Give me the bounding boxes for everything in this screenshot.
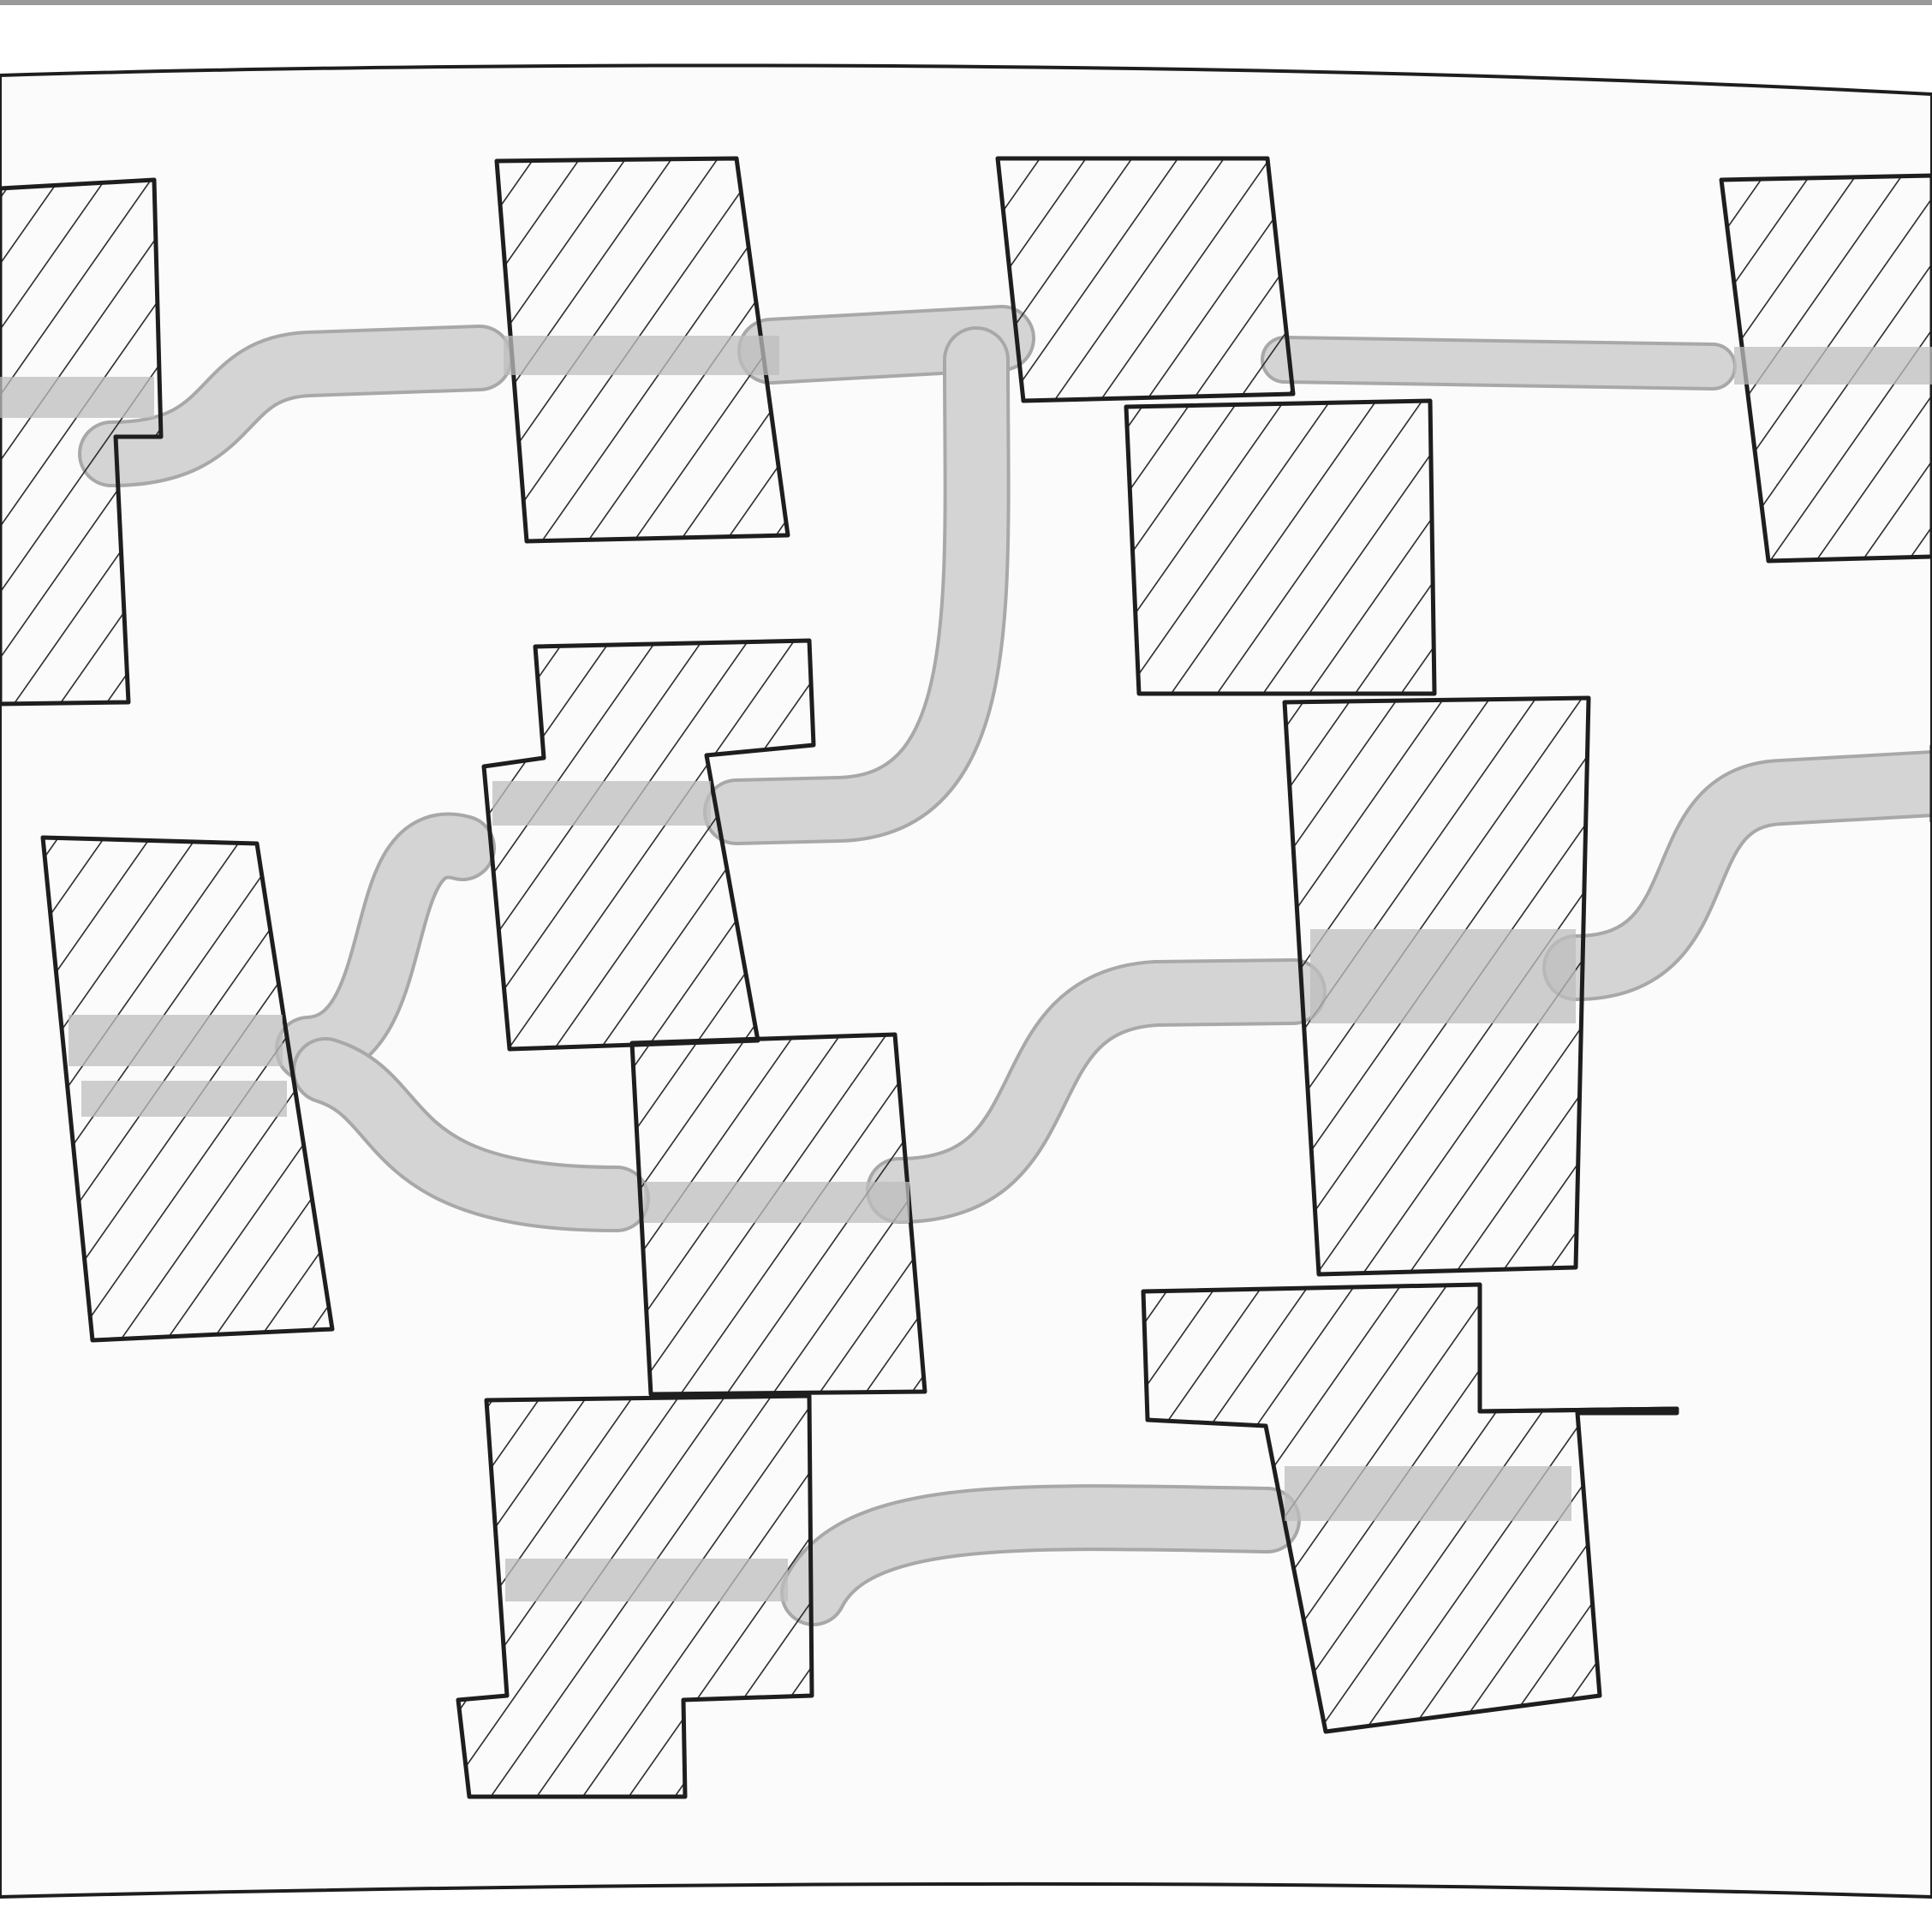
highlight-band-b12 [1285, 1466, 1571, 1521]
block-b5 [1126, 401, 1434, 694]
highlight-band-b6-b [81, 1081, 287, 1117]
highlight-band-b7 [492, 781, 711, 826]
highlight-band-b4 [1734, 347, 1932, 385]
highlight-band-b6 [69, 1015, 283, 1066]
highlight-band-b8 [644, 1182, 909, 1223]
highlight-band-b9 [1310, 929, 1576, 1023]
connector-b3-b4-fill [1285, 360, 1713, 367]
block-b3 [998, 158, 1293, 401]
highlight-band-b1 [0, 377, 154, 418]
highlight-band-b11 [505, 1559, 788, 1601]
block-b13 [1480, 1409, 1677, 1411]
highlight-band-b2 [504, 336, 779, 375]
